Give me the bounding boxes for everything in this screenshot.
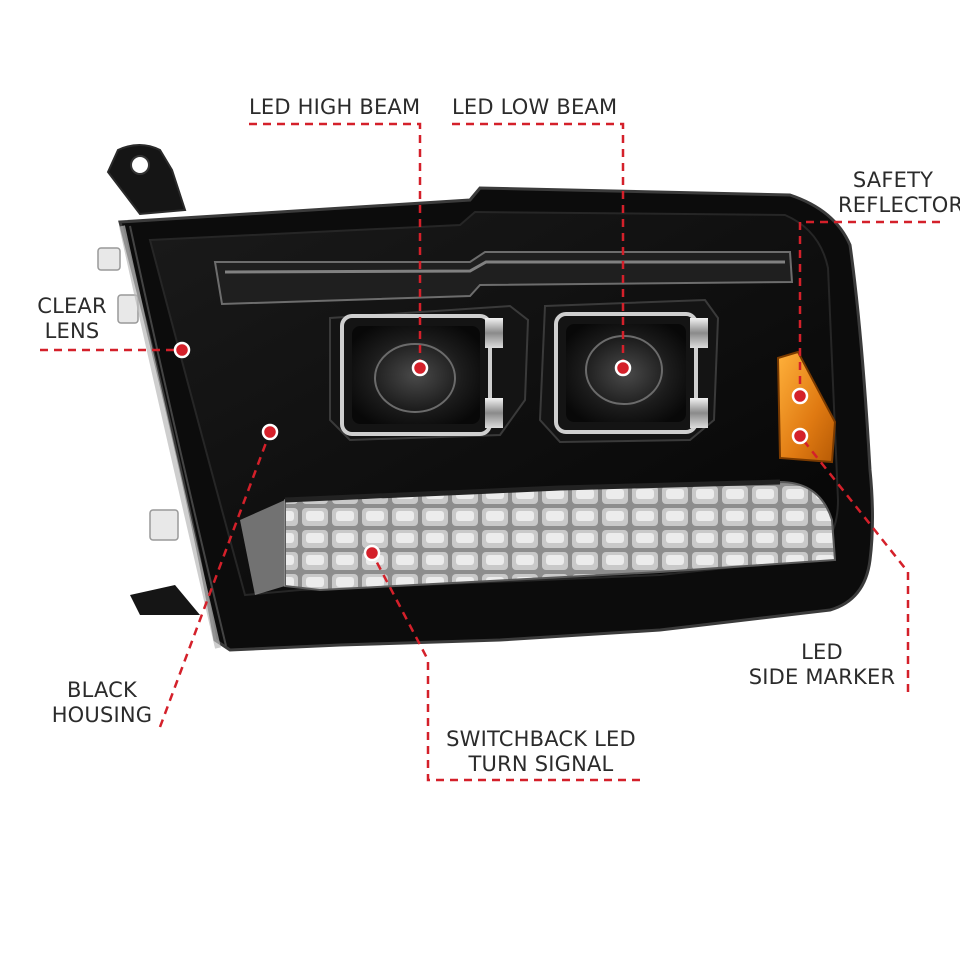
label-safety-reflector: SAFETY REFLECTOR: [838, 168, 960, 218]
dot-black-housing: [261, 423, 279, 441]
bottom-mount-tab: [130, 585, 200, 615]
label-black-housing-line2: HOUSING: [51, 703, 153, 727]
leader-high-beam: [249, 122, 422, 368]
dot-clear-lens: [173, 341, 191, 359]
label-black-housing: BLACK HOUSING: [42, 678, 162, 728]
label-safety-reflector-line2: REFLECTOR: [838, 193, 960, 217]
leader-safety-reflector: [798, 220, 940, 396]
dot-safety-reflector: [791, 387, 809, 405]
side-clip-upper: [97, 247, 121, 271]
dot-side-marker: [791, 427, 809, 445]
label-clear-lens-line2: LENS: [44, 319, 100, 343]
label-switchback-turn-signal: SWITCHBACK LED TURN SIGNAL: [436, 727, 646, 777]
side-clip-lower: [149, 509, 179, 541]
label-switchback-turn-signal-line1: SWITCHBACK LED: [446, 727, 636, 751]
label-black-housing-line1: BLACK: [66, 678, 138, 702]
label-led-side-marker-line1: LED: [801, 640, 843, 664]
leader-black-housing: [158, 431, 272, 728]
label-led-low-beam-text: LED LOW BEAM: [452, 95, 618, 119]
dot-low-beam: [614, 359, 632, 377]
label-led-high-beam-text: LED HIGH BEAM: [249, 95, 421, 119]
dot-turn-signal: [363, 544, 381, 562]
led-turn-signal-bar: [284, 480, 837, 592]
leader-low-beam: [452, 122, 625, 368]
label-switchback-turn-signal-line2: TURN SIGNAL: [468, 752, 614, 776]
label-clear-lens-line1: CLEAR: [37, 294, 107, 318]
top-mount-hole: [130, 155, 150, 175]
leader-turn-signal: [370, 552, 640, 782]
label-led-side-marker: LED SIDE MARKER: [742, 640, 902, 690]
top-mount-tab: [106, 144, 187, 216]
label-clear-lens: CLEAR LENS: [22, 294, 122, 344]
clear-lens-edge: [119, 225, 221, 649]
top-drl-strip: [213, 251, 794, 306]
dot-high-beam: [411, 359, 429, 377]
label-safety-reflector-line1: SAFETY: [852, 168, 934, 192]
leader-side-marker: [799, 435, 910, 692]
label-led-low-beam: LED LOW BEAM: [452, 95, 617, 120]
label-led-side-marker-line2: SIDE MARKER: [748, 665, 896, 689]
label-led-high-beam: LED HIGH BEAM: [249, 95, 420, 120]
